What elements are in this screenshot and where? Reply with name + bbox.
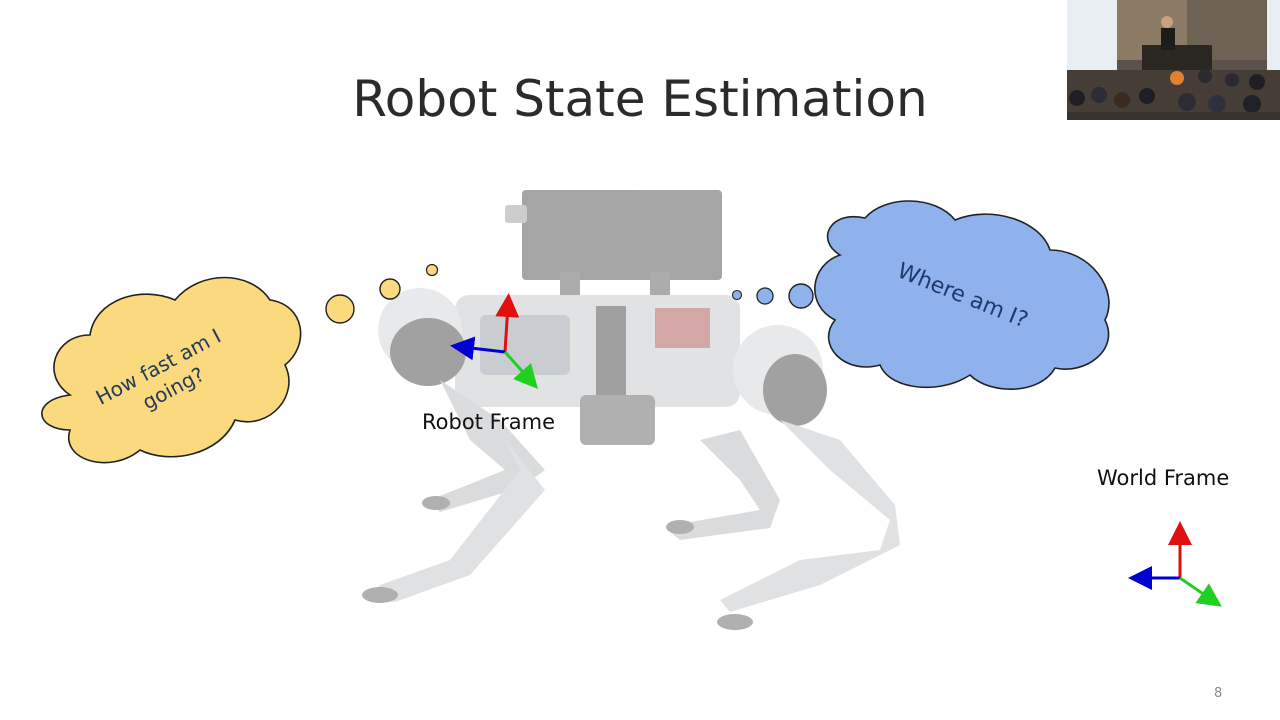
robot-frame-axes-icon bbox=[450, 293, 538, 389]
thought-bubble-left: How fast am I going? bbox=[41, 263, 439, 464]
robot-frame-label: Robot Frame bbox=[422, 410, 556, 434]
webcam-scene bbox=[1067, 0, 1280, 120]
slide-title: Robot State Estimation bbox=[352, 70, 928, 128]
world-frame-axes-icon bbox=[1128, 521, 1222, 607]
presenter-webcam-feed bbox=[1067, 0, 1280, 120]
page-number: 8 bbox=[1214, 686, 1223, 701]
quadruped-robot-image bbox=[362, 190, 900, 630]
world-frame-label: World Frame bbox=[1097, 466, 1230, 490]
thought-bubble-right: Where am I? bbox=[731, 200, 1110, 391]
